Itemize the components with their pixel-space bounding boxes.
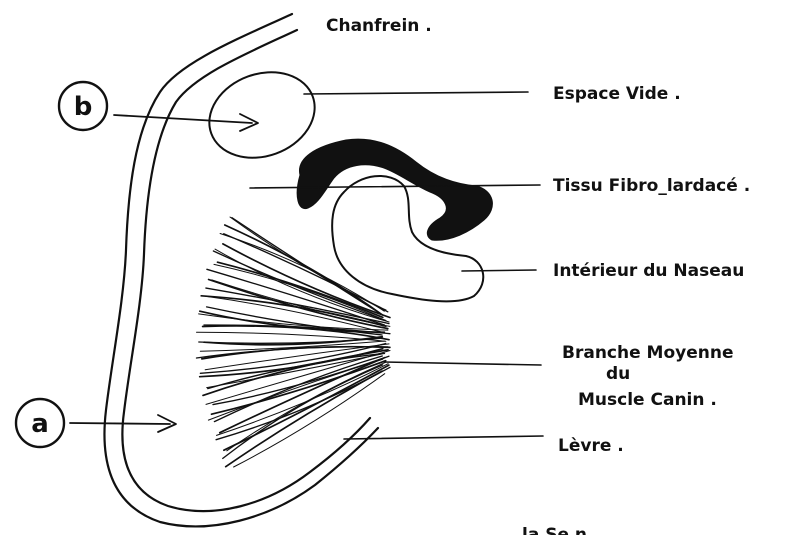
muscle-fiber bbox=[202, 347, 390, 359]
marker-a: a bbox=[16, 399, 64, 447]
label-chanfrein: Chanfrein . bbox=[326, 16, 432, 36]
marker-b-letter: b bbox=[74, 92, 93, 122]
leader-espace-vide bbox=[304, 92, 528, 94]
arrow-a-shaft bbox=[70, 423, 170, 424]
label-bottom-fragment: la Se n bbox=[522, 525, 587, 535]
label-tissu: Tissu Fibro_lardacé . bbox=[553, 176, 750, 196]
leader-interieur bbox=[462, 270, 536, 271]
label-branche-line2: du bbox=[606, 364, 630, 384]
marker-b: b bbox=[59, 82, 107, 130]
leader-branche bbox=[384, 362, 541, 365]
label-espace-vide: Espace Vide . bbox=[553, 84, 681, 104]
marker-a-letter: a bbox=[31, 409, 49, 439]
label-levre: Lèvre . bbox=[558, 436, 624, 456]
arrow-b-shaft bbox=[114, 115, 252, 123]
label-branche-line1: Branche Moyenne bbox=[562, 343, 734, 363]
label-interieur: Intérieur du Naseau bbox=[553, 261, 744, 281]
espace-vide-shape bbox=[197, 58, 327, 172]
leader-levre bbox=[344, 436, 543, 439]
marker-arrows bbox=[70, 114, 258, 432]
leader-tissu bbox=[250, 185, 540, 188]
tissu-fibro-lardace-shape bbox=[297, 139, 492, 240]
label-branche-line3: Muscle Canin . bbox=[578, 390, 717, 410]
outer-contour bbox=[104, 14, 378, 526]
muscle-canin-fibers bbox=[197, 217, 391, 467]
